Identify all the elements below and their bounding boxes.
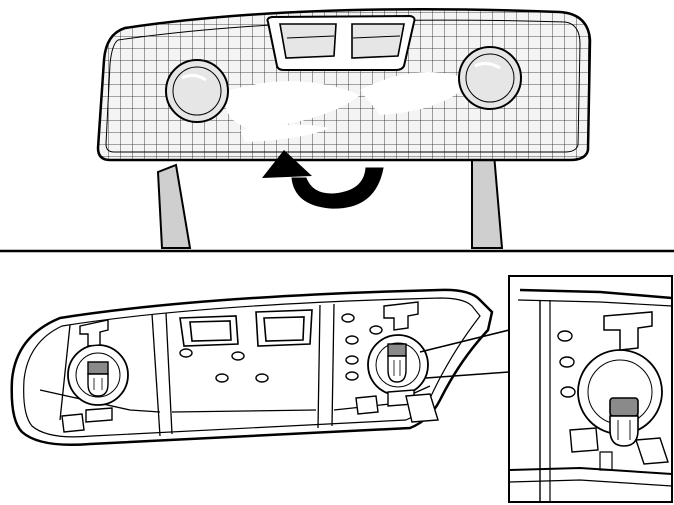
bottom-panel <box>10 288 510 447</box>
callout-lines <box>419 329 510 379</box>
bulb-icon <box>87 361 109 397</box>
inset-panel <box>508 275 673 503</box>
lamp-lens-right <box>458 46 522 110</box>
bulb-socket-left <box>67 319 129 423</box>
pry-tool-icon <box>471 152 504 249</box>
lamp-lens-left <box>165 59 229 123</box>
bulb-icon <box>387 343 407 383</box>
bulb-icon <box>609 397 639 447</box>
top-panel <box>96 7 592 249</box>
inner-walls <box>39 303 431 437</box>
mounting-holes <box>179 313 383 383</box>
switch-windows <box>179 309 313 347</box>
switch-recess <box>266 14 416 71</box>
bulb-socket-right <box>367 301 429 407</box>
retaining-clips <box>61 393 439 433</box>
pry-tool-icon <box>156 163 192 249</box>
curved-arrow-icon <box>262 150 384 209</box>
